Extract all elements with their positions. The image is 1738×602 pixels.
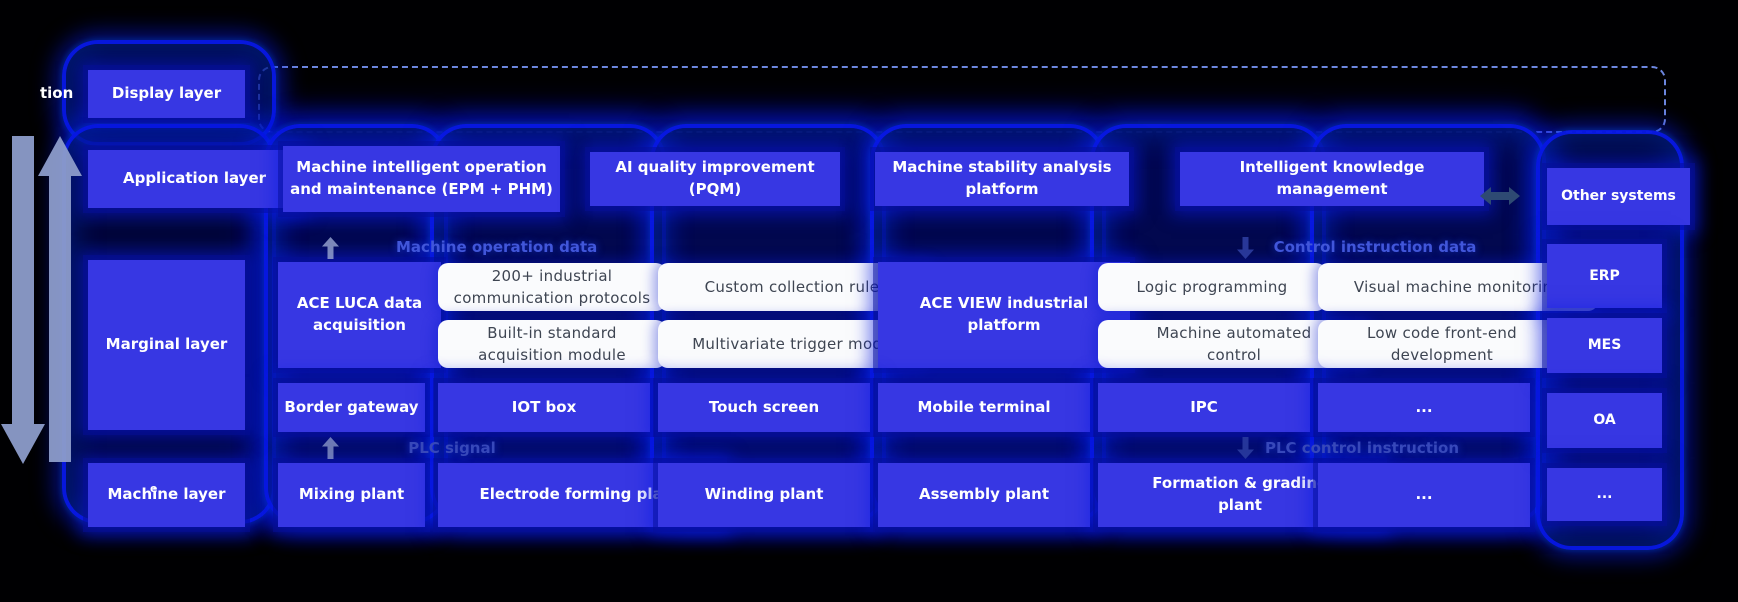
layer-label-display: Display layer [88,70,245,118]
terminal-iot-box-text: IOT box [511,397,577,416]
external-mes: MES [1547,318,1662,373]
external-other-systems-text: Other systems [1561,188,1676,205]
layer-label-application: Application layer [88,150,301,208]
external-erp-text: ERP [1589,267,1620,284]
module-ace-luca-text: ACE LUCA data acquisition [296,294,423,334]
terminal-iot-box: IOT box [438,383,650,432]
card-builtin-module-text: Built-in standard acquisition module [478,323,626,365]
terminal-border-gateway-text: Border gateway [284,397,419,416]
card-logic-programming-text: Logic programming [1136,277,1288,296]
plant-assembly-text: Assembly plant [919,485,1049,504]
platform-epm-phm: Machine intelligent operation and mainte… [283,146,560,212]
truncated-left-letter: e [150,482,158,495]
external-mes-text: MES [1587,337,1622,354]
upward-flow-arrow-icon [38,136,82,462]
module-ace-luca: ACE LUCA data acquisition [278,262,441,368]
card-low-code: Low code front-end development [1318,320,1566,368]
platform-epm-phm-text: Machine intelligent operation and mainte… [290,158,553,198]
plant-winding: Winding plant [658,463,870,527]
control-instruction-data-label: Control instruction data [1273,238,1477,256]
terminal-touch-screen: Touch screen [658,383,870,432]
platform-knowledge-management: Intelligent knowledge management [1180,152,1484,206]
plc-control-down-arrow-icon [1237,437,1254,459]
terminal-mobile-terminal-text: Mobile terminal [917,397,1051,416]
plant-more-text: ... [1415,485,1433,504]
plant-assembly: Assembly plant [878,463,1090,527]
plant-mixing-text: Mixing plant [298,485,405,504]
card-builtin-module: Built-in standard acquisition module [438,320,666,368]
external-oa: OA [1547,393,1662,448]
truncated-left-label: tion [40,84,74,102]
platform-knowledge-management-text: Intelligent knowledge management [1239,158,1425,198]
layer-label-marginal-text: Marginal layer [105,335,228,354]
machine-operation-data-up-arrow-icon [322,237,339,259]
external-erp: ERP [1547,244,1662,308]
terminal-border-gateway: Border gateway [278,383,425,432]
card-visual-monitoring-text: Visual machine monitoring [1353,277,1563,296]
card-custom-rules-text: Custom collection rules [704,277,888,296]
terminal-more: ... [1318,383,1530,432]
card-protocols: 200+ industrial communication protocols [438,263,666,311]
layer-label-application-text: Application layer [122,169,267,188]
platform-pqm: AI quality improvement (PQM) [590,152,840,206]
card-low-code-text: Low code front-end development [1366,323,1517,365]
machine-operation-data-label: Machine operation data [396,238,598,256]
card-protocols-text: 200+ industrial communication protocols [453,266,651,308]
card-machine-automated-control-text: Machine automated control [1156,323,1312,365]
external-other-systems: Other systems [1547,168,1690,225]
layer-label-display-text: Display layer [111,84,222,103]
module-ace-view-text: ACE VIEW industrial platform [919,294,1089,334]
layer-label-machine-text: Machine layer [107,485,226,504]
plant-winding-text: Winding plant [704,485,824,504]
plc-signal-label: PLC signal [408,439,496,457]
plant-mixing: Mixing plant [278,463,425,527]
plant-more: ... [1318,463,1530,527]
terminal-more-text: ... [1415,397,1433,416]
external-more: ... [1547,468,1662,521]
bidirectional-link-arrow-icon [1480,187,1520,205]
plant-formation-grading-text: Formation & grading plant [1152,474,1328,514]
plant-electrode-forming-text: Electrode forming plant [479,485,681,504]
module-ace-view: ACE VIEW industrial platform [878,262,1130,368]
card-multivariate-trigger-text: Multivariate trigger mode [692,334,892,353]
layer-label-machine: Machine layer [88,463,245,527]
card-logic-programming: Logic programming [1098,263,1326,311]
platform-stability-analysis: Machine stability analysis platform [875,152,1129,206]
external-oa-text: OA [1593,412,1616,429]
plc-signal-up-arrow-icon [322,437,339,459]
terminal-touch-screen-text: Touch screen [708,397,820,416]
terminal-mobile-terminal: Mobile terminal [878,383,1090,432]
platform-stability-analysis-text: Machine stability analysis platform [892,158,1112,198]
control-instruction-data-down-arrow-icon [1237,237,1254,259]
terminal-ipc: IPC [1098,383,1310,432]
layer-label-marginal: Marginal layer [88,260,245,430]
plc-control-instruction-label: PLC control instruction [1264,439,1460,457]
external-more-text: ... [1596,486,1613,503]
terminal-ipc-text: IPC [1190,397,1218,416]
platform-pqm-text: AI quality improvement (PQM) [615,158,815,198]
downward-flow-arrow-icon [1,136,45,464]
